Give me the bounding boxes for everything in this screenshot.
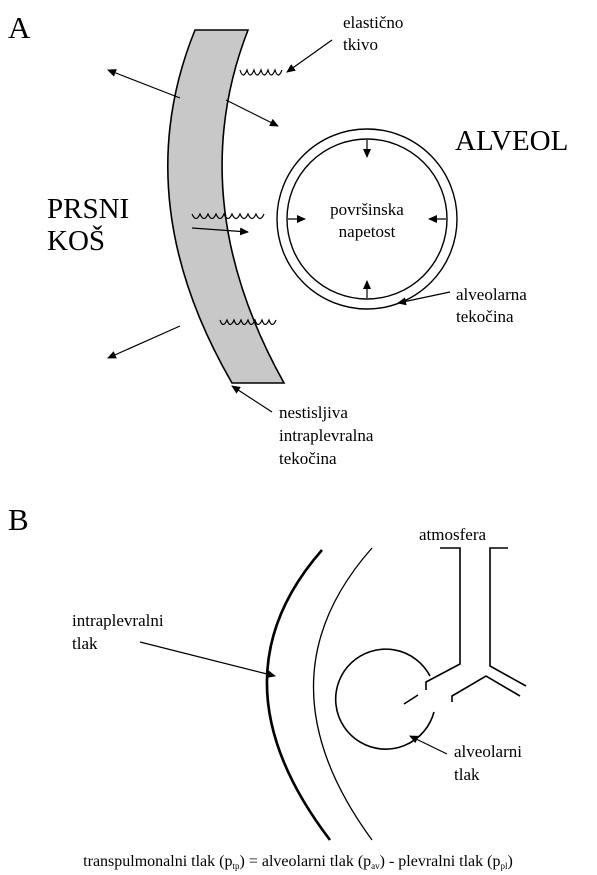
chest-label-line2: KOŠ	[47, 224, 105, 257]
chest-wall	[168, 30, 284, 383]
pleural-label-line3: tekočina	[279, 449, 337, 468]
atmosphere-label: atmosfera	[419, 525, 486, 544]
pleural-line-thick	[267, 550, 330, 840]
pleural-label-line2: intraplevralna	[279, 426, 374, 445]
alveolus-sac	[336, 649, 434, 749]
elastic-pointer-arrow	[287, 40, 332, 72]
surface-label-line2: napetost	[339, 222, 396, 241]
elastic-label-line2: tkivo	[343, 35, 378, 54]
pleural-label-line1: nestisljiva	[279, 403, 348, 422]
fluid-label-line2: tekočina	[456, 307, 514, 326]
outward-arrow-top	[108, 70, 180, 98]
panel-a-letter: A	[8, 10, 31, 45]
chest-label-line1: PRSNI	[47, 193, 129, 225]
airway-left-wall	[404, 548, 460, 704]
formula-minus: - plevralni tlak	[385, 853, 483, 870]
fluid-pointer-arrow	[398, 292, 450, 303]
formula-paren-open-3: (p	[483, 853, 500, 870]
alveolar-label-line2: tlak	[454, 765, 480, 784]
airway-right-wall	[452, 548, 526, 702]
formula-paren-open-1: (p	[219, 853, 232, 870]
pleural-pointer-arrow	[232, 386, 272, 412]
elastic-label-line1: elastično	[343, 13, 403, 32]
inward-arrow-top	[226, 100, 278, 126]
intrapleural-pointer-arrow	[140, 642, 275, 676]
alveolar-label-line1: alveolarni	[454, 742, 522, 761]
surface-label-line1: površinska	[330, 200, 404, 219]
alveol-label: ALVEOL	[455, 125, 568, 157]
pleural-line-thin	[314, 548, 373, 840]
formula-equals: = alveolarni tlak	[245, 853, 354, 870]
intrapleural-label-line2: tlak	[72, 634, 98, 653]
outward-arrow-bottom	[108, 326, 180, 358]
alveolus-inner	[287, 139, 447, 299]
panel-b-letter: B	[8, 502, 29, 537]
spring-top	[240, 70, 282, 75]
formula: transpulmonalni tlak (ptp) = alveolarni …	[83, 853, 513, 871]
formula-transpulmonary: transpulmonalni tlak	[83, 853, 215, 870]
intrapleural-label-line1: intraplevralni	[72, 611, 164, 630]
formula-paren-close-3: )	[508, 853, 513, 870]
alveolar-pointer-arrow	[410, 736, 447, 754]
formula-paren-open-2: (p	[354, 853, 371, 870]
fluid-label-line1: alveolarna	[456, 285, 527, 304]
